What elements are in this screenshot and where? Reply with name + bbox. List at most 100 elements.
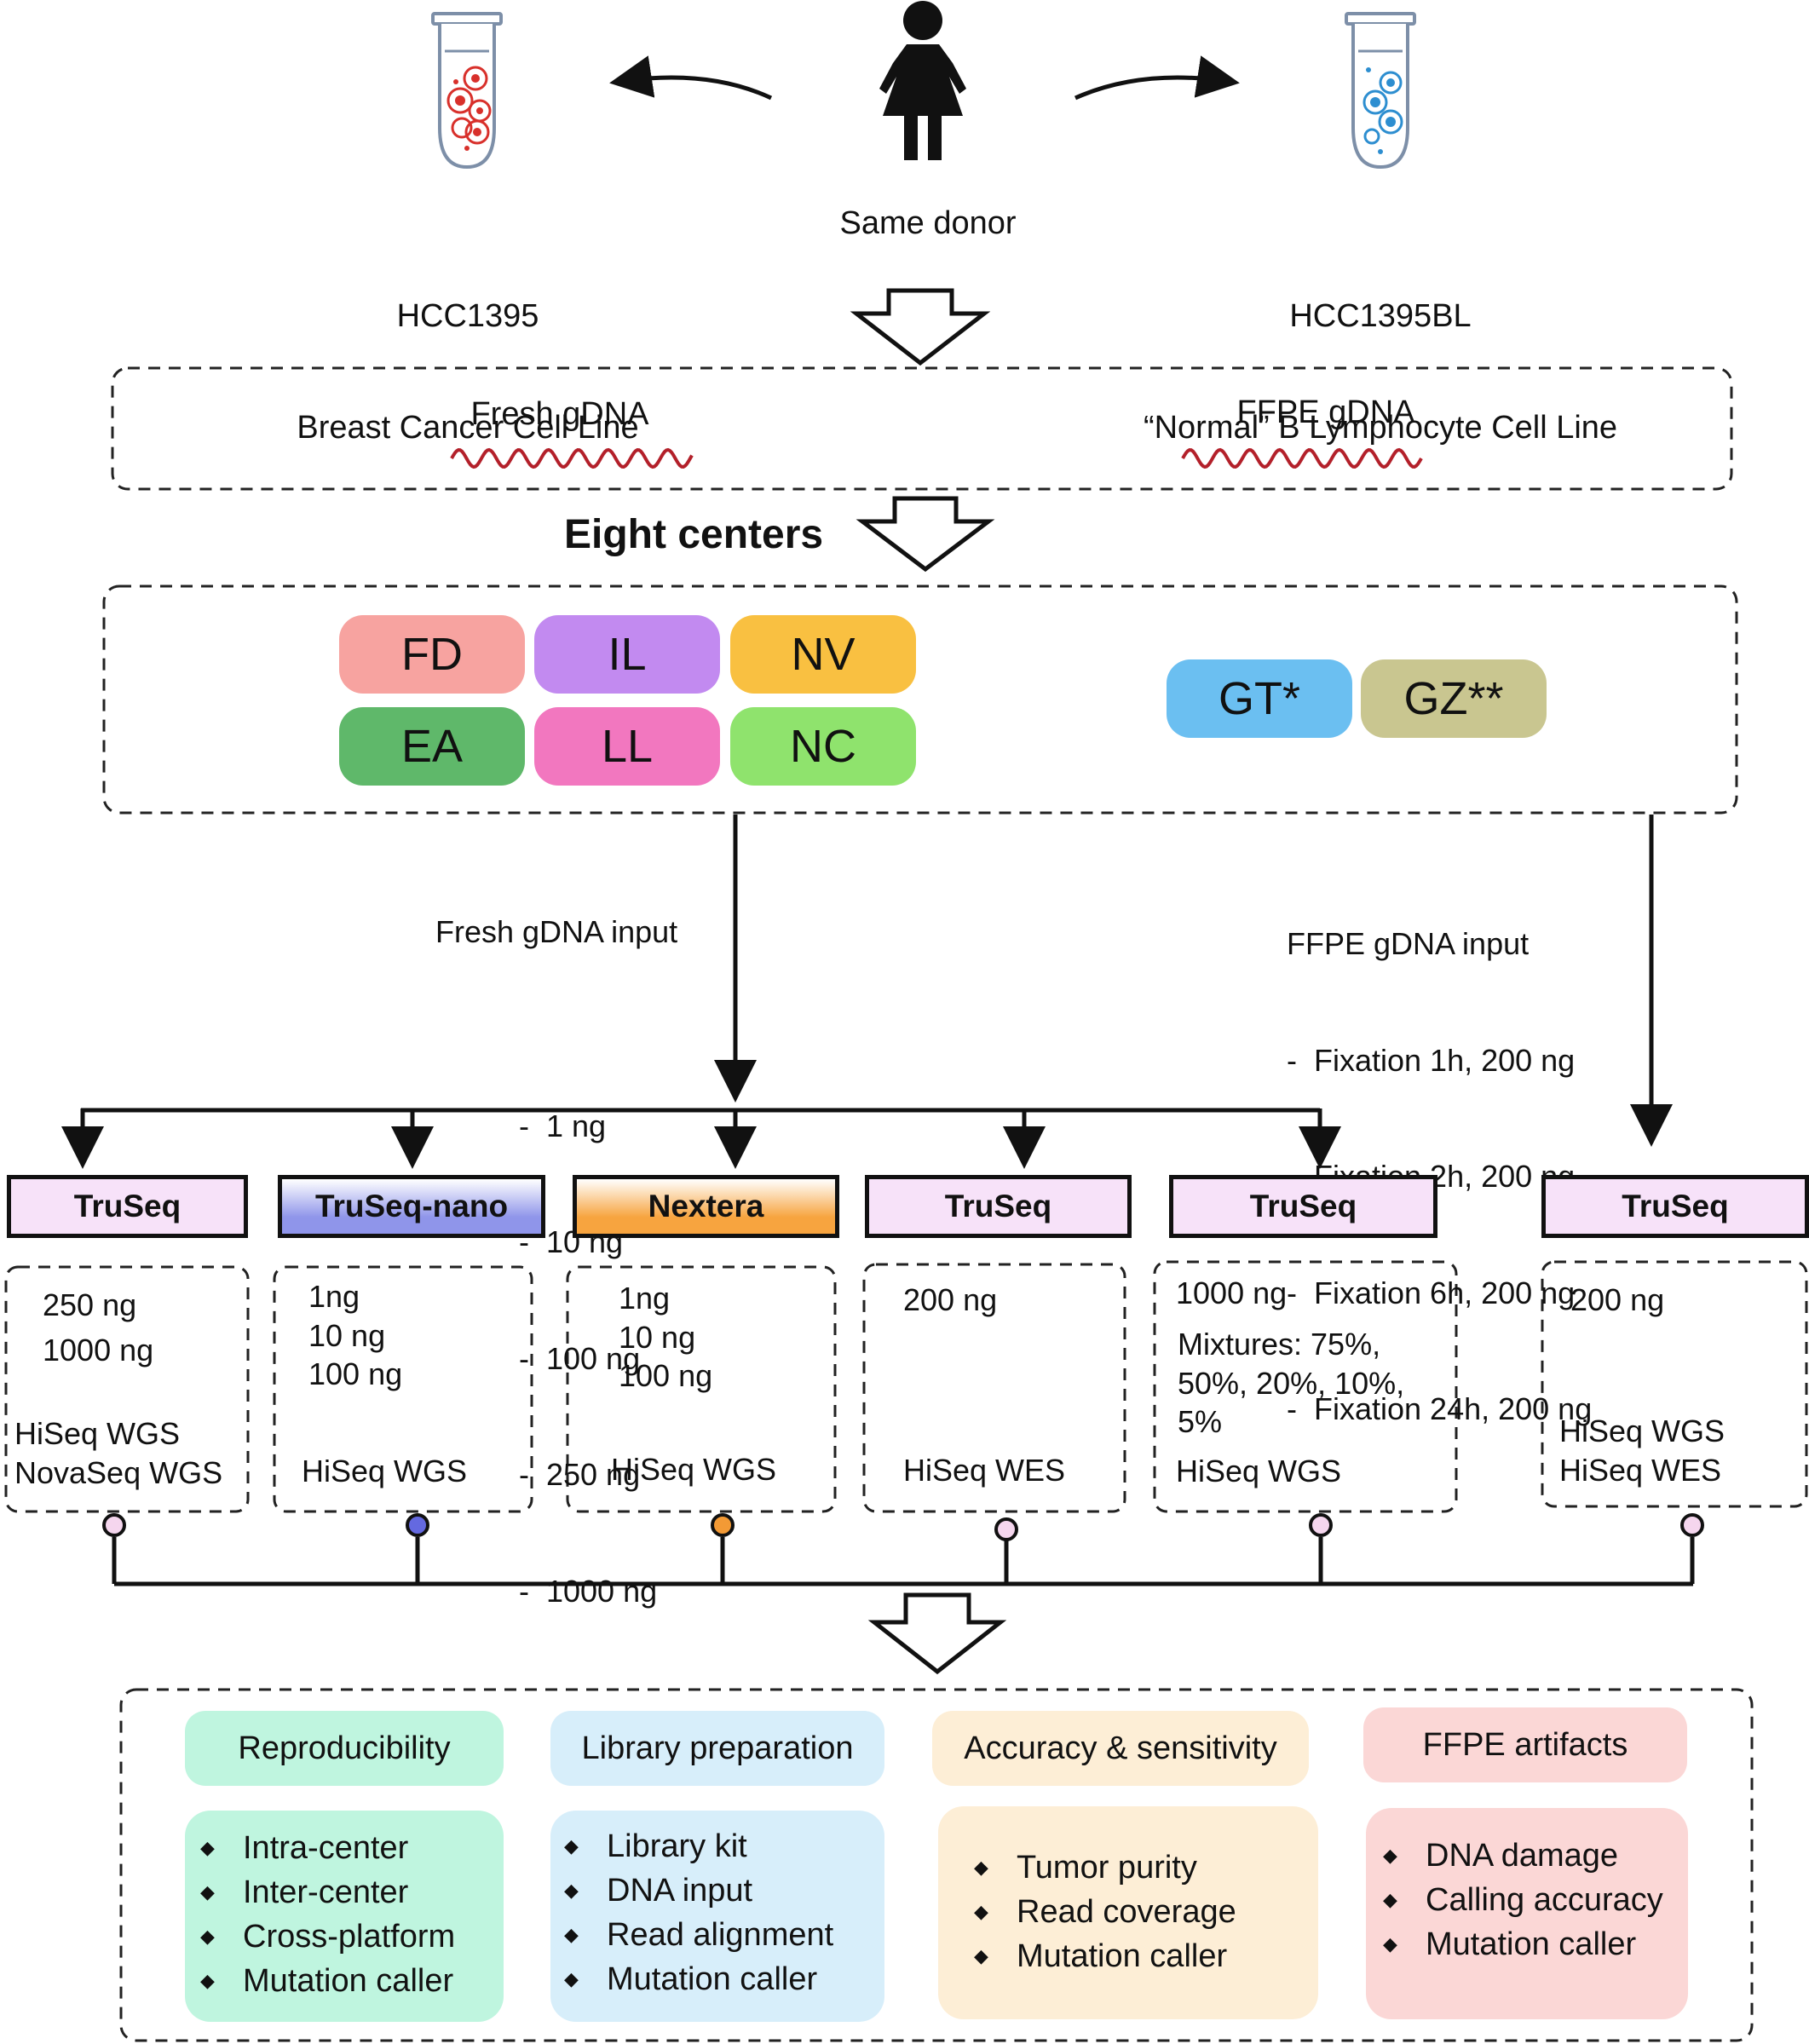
library-header-truseq: TruSeq (7, 1175, 248, 1238)
ffpe-input-item: - Fixation 6h, 200 ng (1287, 1275, 1576, 1310)
center-pill-gt: GT* (1167, 659, 1352, 738)
analysis-title: Library preparation (581, 1730, 854, 1766)
analysis-item: Calling accuracy (1383, 1878, 1663, 1922)
normal-label: HCC1395BL “Normal” B Lymphocyte Cell Lin… (1144, 224, 1617, 485)
center-pill-il: IL (534, 615, 720, 694)
fresh-input-item: - 1000 ng (519, 1573, 658, 1609)
library-platform: HiSeq WGS NovaSeq WGS (14, 1416, 223, 1490)
fresh-dna-wave (450, 447, 694, 469)
arrow-to-tumor (609, 55, 773, 101)
center-label: FD (401, 629, 463, 680)
center-pill-fd: FD (339, 615, 525, 694)
analysis-card-reproducibility: Intra-center Inter-center Cross-platform… (185, 1811, 504, 2022)
ffpe-input-item: - Fixation 24h, 200 ng (1287, 1391, 1593, 1426)
library-name: TruSeq-nano (314, 1189, 509, 1224)
dot-2 (406, 1513, 429, 1537)
analysis-card-accuracy: Tumor purity Read coverage Mutation call… (938, 1806, 1318, 2019)
ffpe-input-item: - Fixation 1h, 200 ng (1287, 1042, 1576, 1078)
analysis-item: DNA input (564, 1868, 833, 1913)
gdna-box (111, 366, 1733, 491)
analysis-item: Read coverage (974, 1890, 1236, 1934)
library-header-truseq-wes: TruSeq (865, 1175, 1132, 1238)
library-mixtures: Mixtures: 75%, 50%, 20%, 10%, 5% (1178, 1327, 1405, 1439)
center-label: LL (601, 721, 654, 772)
library-header-truseq-mix: TruSeq (1169, 1175, 1437, 1238)
library-name: TruSeq (73, 1189, 181, 1224)
fresh-input-item: - 1 ng (519, 1108, 607, 1143)
lib-box-3 (566, 1265, 837, 1513)
analysis-list: DNA damage Calling accuracy Mutation cal… (1383, 1834, 1663, 1966)
ffpe-gdna-label: FFPE gDNA (1236, 394, 1415, 430)
fresh-input-item: - 100 ng (519, 1340, 641, 1376)
analysis-header-library-preparation: Library preparation (550, 1711, 884, 1786)
analysis-item: Intra-center (200, 1826, 455, 1870)
lib-box-6 (1541, 1260, 1808, 1508)
center-pill-nv: NV (730, 615, 916, 694)
analysis-item: Library kit (564, 1824, 833, 1868)
same-donor-label: Same donor (839, 205, 1017, 241)
library-platform: HiSeq WES (903, 1453, 1066, 1488)
dot-6 (1680, 1513, 1704, 1537)
analysis-list: Tumor purity Read coverage Mutation call… (974, 1845, 1236, 1978)
analysis-list: Library kit DNA input Read alignment Mut… (564, 1824, 833, 2001)
library-platform: HiSeq WGS (611, 1452, 777, 1487)
analysis-item: Mutation caller (974, 1934, 1236, 1978)
library-platform: HiSeq WGS (302, 1454, 468, 1488)
center-pill-ll: LL (534, 707, 720, 786)
lib-box-1 (4, 1265, 250, 1513)
library-amounts: 200 ng (1570, 1282, 1665, 1317)
analysis-item: Inter-center (200, 1870, 455, 1914)
analysis-title: FFPE artifacts (1422, 1726, 1628, 1763)
analysis-list: Intra-center Inter-center Cross-platform… (200, 1826, 455, 2003)
center-pill-gz: GZ** (1361, 659, 1547, 738)
analysis-item: DNA damage (1383, 1834, 1663, 1878)
ffpe-input-title: FFPE gDNA input (1287, 926, 1530, 961)
dot-1 (102, 1513, 126, 1537)
analyses-box (119, 1688, 1754, 2042)
analysis-item: Cross-platform (200, 1914, 455, 1959)
analysis-card-library-preparation: Library kit DNA input Read alignment Mut… (550, 1811, 884, 2022)
library-amounts: 1ng 10 ng 100 ng (619, 1281, 713, 1393)
analysis-header-ffpe: FFPE artifacts (1363, 1707, 1687, 1782)
library-amounts: 1000 ng (1176, 1275, 1288, 1310)
analysis-item: Tumor purity (974, 1845, 1236, 1890)
hollow-arrow-2 (856, 496, 995, 573)
ffpe-dna-wave (1181, 447, 1423, 469)
analysis-header-reproducibility: Reproducibility (185, 1711, 504, 1786)
library-header-nextera: Nextera (573, 1175, 839, 1238)
analysis-item: Mutation caller (1383, 1922, 1663, 1966)
library-header-truseq-ffpe: TruSeq (1541, 1175, 1809, 1238)
center-label: GZ** (1403, 673, 1504, 724)
library-amounts: 200 ng (903, 1282, 998, 1317)
analysis-card-ffpe: DNA damage Calling accuracy Mutation cal… (1366, 1808, 1688, 2019)
analysis-item: Mutation caller (200, 1959, 455, 2003)
fresh-input-block: Fresh gDNA input - 1 ng - 10 ng - 100 ng… (435, 835, 677, 1727)
tumor-cell-line-desc: Breast Cancer Cell Line (297, 410, 639, 446)
center-label: EA (400, 721, 464, 772)
center-label: NC (790, 721, 856, 772)
analysis-header-accuracy: Accuracy & sensitivity (932, 1711, 1309, 1786)
fresh-input-title: Fresh gDNA input (435, 914, 678, 949)
fresh-input-item: - 250 ng (519, 1457, 641, 1492)
eight-centers-title: Eight centers (564, 512, 824, 557)
library-name: Nextera (648, 1189, 764, 1224)
library-name: TruSeq (944, 1189, 1052, 1224)
library-amounts: 1ng 10 ng 100 ng (308, 1279, 403, 1391)
dot-5 (1309, 1513, 1333, 1537)
fresh-gdna-label: Fresh gDNA (470, 396, 649, 432)
analysis-item: Mutation caller (564, 1957, 833, 2001)
center-label: GT* (1218, 673, 1300, 724)
arrow-to-normal (1074, 55, 1240, 101)
tumor-tube-icon (431, 12, 503, 170)
library-platform: HiSeq WGS HiSeq WES (1559, 1414, 1725, 1488)
analysis-title: Reproducibility (238, 1730, 451, 1766)
dot-3 (711, 1513, 735, 1537)
centers-box (102, 584, 1738, 815)
center-label: NV (791, 629, 856, 680)
center-pill-nc: NC (730, 707, 916, 786)
library-name: TruSeq (1622, 1189, 1729, 1224)
lib-box-4 (862, 1263, 1126, 1513)
donor-person-icon (879, 1, 966, 160)
library-amounts: 250 ng 1000 ng (43, 1287, 154, 1367)
